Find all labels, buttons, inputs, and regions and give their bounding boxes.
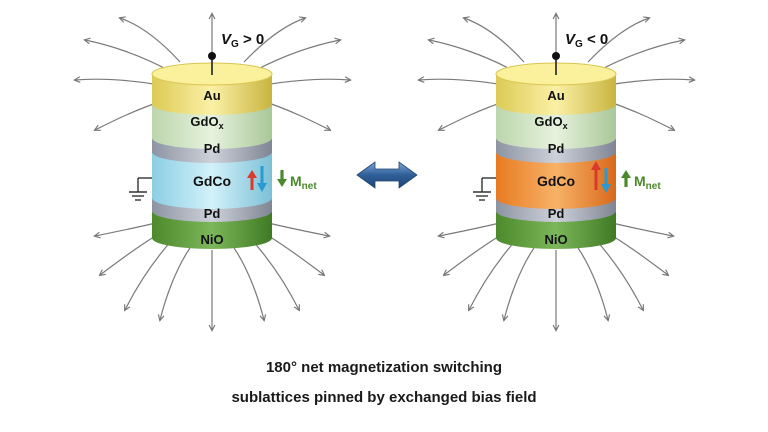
- label-pd-top: Pd: [204, 141, 221, 156]
- spin-arrows-icon: [591, 161, 611, 193]
- spin-arrows-icon: [247, 166, 267, 192]
- gate-contact: [208, 52, 216, 60]
- mnet-label: Mnet: [634, 173, 661, 192]
- layer-gdox: [496, 104, 616, 149]
- label-pd-bottom: Pd: [204, 206, 221, 221]
- layer-gdox: [152, 104, 272, 149]
- label-gdco: GdCo: [193, 173, 231, 189]
- stray-field-lines: [75, 14, 350, 330]
- label-au: Au: [547, 88, 564, 103]
- gate-contact: [552, 52, 560, 60]
- mnet-down-arrow-icon: [277, 170, 287, 187]
- label-gdox: GdOx: [534, 114, 567, 131]
- voltage-label: VG > 0: [221, 31, 264, 50]
- ground-icon: [129, 177, 152, 201]
- right-device: VG < 0 Au GdOx Pd GdCo Pd NiO Mnet: [419, 14, 694, 330]
- label-nio: NiO: [200, 232, 223, 247]
- label-gdco: GdCo: [537, 173, 575, 189]
- label-au: Au: [203, 88, 220, 103]
- label-pd-bottom: Pd: [548, 206, 565, 221]
- mnet-up-arrow-icon: [621, 170, 631, 187]
- label-nio: NiO: [544, 232, 567, 247]
- double-arrow-icon: [356, 161, 418, 189]
- caption-line-2: sublattices pinned by exchanged bias fie…: [231, 389, 537, 406]
- left-device: VG > 0 Au GdOx Pd GdCo Pd NiO Mnet: [75, 14, 350, 330]
- caption-line-1: 180° net magnetization switching: [265, 359, 503, 376]
- label-gdox: GdOx: [190, 114, 223, 131]
- mnet-label: Mnet: [290, 173, 317, 192]
- voltage-label: VG < 0: [565, 31, 608, 50]
- ground-icon: [473, 177, 496, 201]
- layer-gdco: [496, 152, 616, 209]
- label-pd-top: Pd: [548, 141, 565, 156]
- layer-gdco: [152, 152, 272, 209]
